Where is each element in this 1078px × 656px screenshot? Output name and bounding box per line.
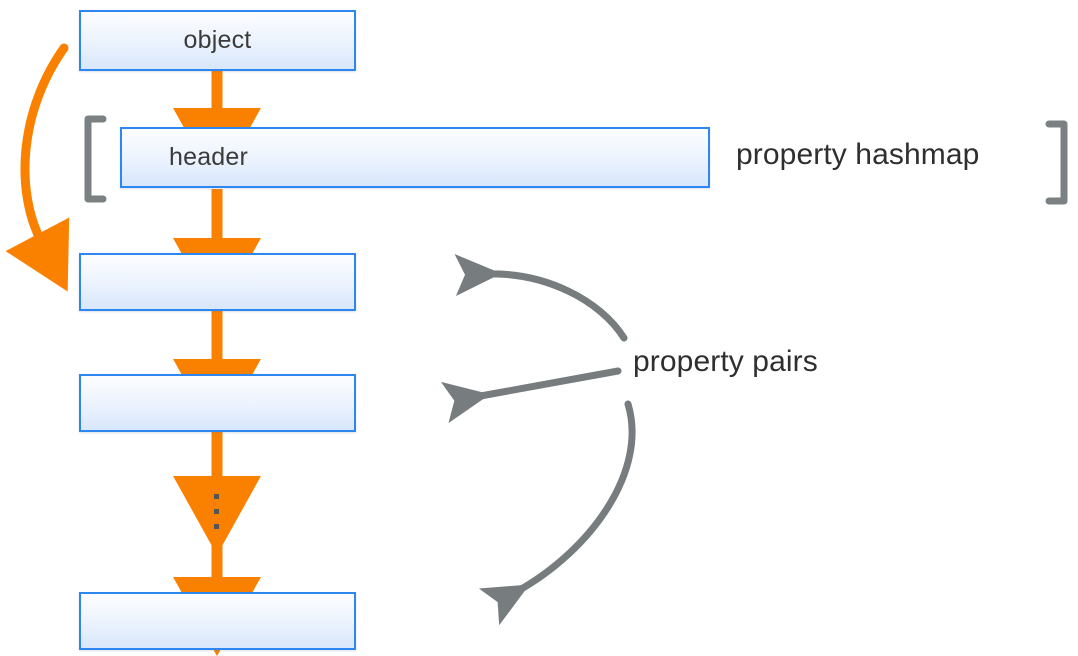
property-pairs-caption: property pairs [633,345,818,378]
orange-curved-arrow-object-to-pair [5,43,70,292]
bracket-left-icon [84,115,107,203]
ellipsis-dots [214,494,219,529]
property-hashmap-caption: property hashmap [736,138,980,171]
gray-arrow-to-pair1 [454,254,628,342]
header-box-label: header [169,143,249,171]
gray-arrow-to-pairn [478,400,636,626]
property-pair-box-n[interactable] [79,592,356,650]
object-box[interactable]: object [79,10,356,71]
property-pair-box-2[interactable] [79,374,356,432]
property-pair-box-1[interactable] [79,253,356,311]
header-box[interactable]: header [120,127,710,188]
object-box-label: object [183,26,252,54]
bracket-right-icon [1045,120,1068,205]
gray-arrow-to-pair2 [440,367,622,424]
